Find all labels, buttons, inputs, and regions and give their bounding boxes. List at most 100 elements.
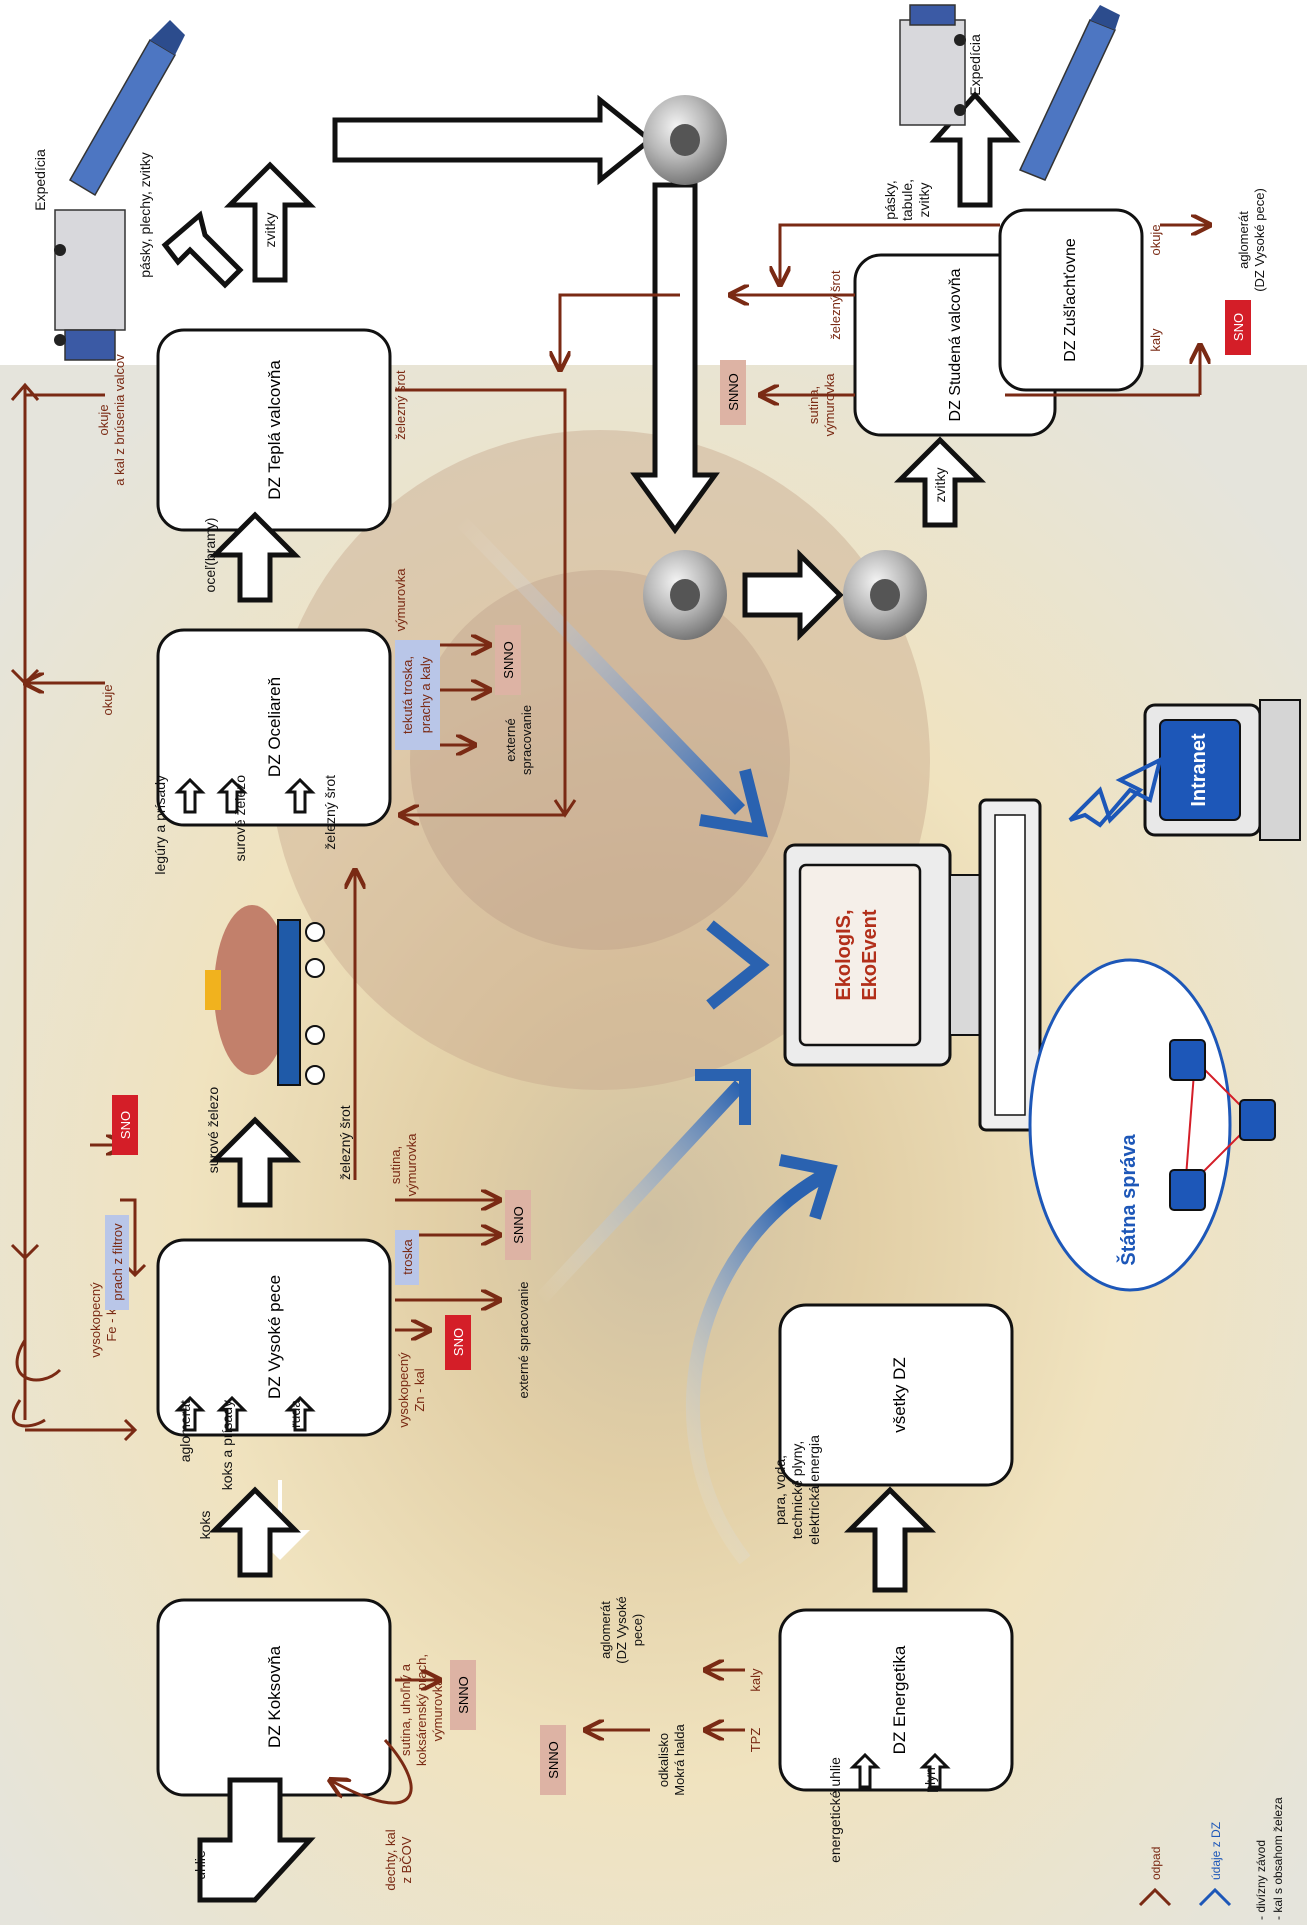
- plant-studena-valcovna-label: DZ Studená valcovňa: [947, 268, 964, 421]
- svg-text:SNNO: SNNO: [456, 1676, 471, 1714]
- sno-tags: SNO SNO SNO SNNO SNNO SNNO SNNO SNNO: [112, 300, 1251, 1795]
- label-plyn: plyn: [922, 1767, 938, 1793]
- svg-text:vysokopecný: vysokopecný: [88, 1282, 103, 1358]
- svg-text:výmurovka: výmurovka: [404, 1133, 419, 1197]
- svg-text:Expedícia: Expedícia: [32, 149, 48, 211]
- svg-text:SNO: SNO: [118, 1111, 133, 1139]
- svg-text:okuje: okuje: [1148, 224, 1163, 255]
- svg-text:okuje: okuje: [100, 684, 115, 715]
- svg-text:sutina,: sutina,: [388, 1146, 403, 1184]
- ekologis-computer: EkologIS, EkoEvent: [783, 798, 1042, 1132]
- svg-text:(DZ Vysoké pece): (DZ Vysoké pece): [1252, 188, 1267, 292]
- label-legury: legúry a prísady: [152, 775, 168, 875]
- svg-text:výmurovka: výmurovka: [822, 373, 837, 437]
- svg-text:výmurovka: výmurovka: [430, 1678, 445, 1742]
- label-aglomerat: aglomerát: [177, 1400, 193, 1462]
- plant-energetika: DZ Energetika: [778, 1608, 1014, 1792]
- plant-zuslachtovne-label: DZ Zušľachťovne: [1062, 238, 1079, 362]
- svg-text:pece): pece): [630, 1614, 645, 1647]
- label-zelezny-srot-2: železný šrot: [322, 775, 338, 850]
- plant-koksovna: DZ Koksovňa: [156, 1598, 392, 1797]
- svg-text:prachy a kaly: prachy a kaly: [418, 656, 433, 733]
- svg-text:SNNO: SNNO: [511, 1206, 526, 1244]
- labels: uhlie energetické uhlie plyn koks aglome…: [152, 213, 948, 1880]
- svg-text:sutina, uhoľný a: sutina, uhoľný a: [398, 1663, 413, 1756]
- svg-text:tekutá troska,: tekutá troska,: [400, 656, 415, 734]
- plant-vysoke-pece: DZ Vysoké pece: [156, 1238, 392, 1437]
- svg-text:externé spracovanie: externé spracovanie: [516, 1281, 531, 1398]
- train-icon: [68, 20, 185, 197]
- waste-arrows: [90, 225, 1210, 1805]
- svg-text:dechty, kal: dechty, kal: [383, 1829, 398, 1890]
- svg-text:pásky,: pásky,: [882, 180, 898, 219]
- svg-text:koksárenský prach,: koksárenský prach,: [414, 1654, 429, 1766]
- label-zvitky-1: zvitky: [262, 213, 278, 248]
- label-surove-zelezo-1: surové železo: [205, 1087, 221, 1174]
- state-network: Štátna správa: [1028, 958, 1276, 1292]
- plant-vsetky-dz-label: všetky DZ: [890, 1357, 909, 1433]
- svg-text:aglomerát: aglomerát: [598, 1601, 613, 1659]
- label-uhlie: uhlie: [192, 1850, 208, 1880]
- svg-text:SNNO: SNNO: [501, 641, 516, 679]
- svg-text:SNO: SNO: [1231, 313, 1246, 341]
- label-para-3: elektrická energia: [806, 1435, 822, 1545]
- svg-text:a kal z brúsenia valcov: a kal z brúsenia valcov: [112, 354, 127, 486]
- intranet-monitor: Intranet: [1143, 699, 1301, 841]
- left-waste-loop: [10, 382, 147, 1442]
- svg-text:prach z filtrov: prach z filtrov: [110, 1223, 125, 1301]
- statna-sprava-label: Štátna správa: [1116, 1134, 1140, 1266]
- plant-energetika-label: DZ Energetika: [890, 1645, 909, 1754]
- plant-vysoke-pece-label: DZ Vysoké pece: [265, 1275, 284, 1399]
- svg-text:odkalisko: odkalisko: [656, 1733, 671, 1787]
- svg-text:pásky, plechy, zvitky: pásky, plechy, zvitky: [137, 152, 153, 278]
- label-koks-a-prisady: koks a prísady: [219, 1400, 235, 1490]
- svg-text:- divízny závod: - divízny závod: [1254, 1840, 1268, 1920]
- expedition-labels: Expedícia pásky, plechy, zvitky Expedíci…: [32, 34, 983, 278]
- svg-text:SNNO: SNNO: [546, 1741, 561, 1779]
- label-koks: koks: [197, 1511, 213, 1540]
- svg-text:údaje z DZ: údaje z DZ: [1209, 1822, 1223, 1880]
- small-arrows: [174, 777, 951, 1789]
- truck-icon-2: [899, 4, 966, 126]
- svg-text:TPZ: TPZ: [748, 1728, 763, 1753]
- ekologis-line2: EkoEvent: [859, 909, 881, 1000]
- svg-text:SNNO: SNNO: [726, 373, 741, 411]
- label-zelezny-srot-1: železný šrot: [337, 1105, 353, 1180]
- waste-labels: sutina, uhoľný a koksárenský prach, výmu…: [88, 188, 1267, 1890]
- svg-text:železný šrot: železný šrot: [393, 370, 408, 440]
- svg-text:(DZ Vysoké: (DZ Vysoké: [614, 1596, 629, 1663]
- label-ruda: ruda: [287, 1400, 303, 1428]
- svg-text:železný šrot: železný šrot: [828, 270, 843, 340]
- svg-text:výmurovka: výmurovka: [393, 568, 408, 632]
- svg-text:troska: troska: [400, 1239, 415, 1275]
- label-zvitky-2: zvitky: [932, 468, 948, 503]
- label-surove-zelezo-2: surové železo: [232, 775, 248, 862]
- svg-text:vysokopecný: vysokopecný: [396, 1352, 411, 1428]
- svg-text:kaly: kaly: [748, 1668, 763, 1692]
- label-energeticke-uhlie: energetické uhlie: [827, 1757, 843, 1863]
- plant-ocelaren-label: DZ Oceliareň: [265, 677, 284, 777]
- plant-ocelaren: DZ Oceliareň: [156, 628, 392, 827]
- svg-text:tabule,: tabule,: [899, 179, 915, 221]
- svg-text:- kal s obsahom železa: - kal s obsahom železa: [1271, 1797, 1285, 1920]
- big-arrows: [161, 91, 1021, 1903]
- train-icon-2: [1018, 5, 1120, 181]
- data-arrows-to-ekologis: [420, 515, 838, 1565]
- plant-tepla-valcovna: DZ Teplá valcovňa: [156, 328, 392, 532]
- label-para-2: technické plyny,: [789, 1441, 805, 1540]
- intranet-label: Intranet: [1188, 733, 1210, 807]
- svg-text:kaly: kaly: [1148, 328, 1163, 352]
- plant-koksovna-label: DZ Koksovňa: [265, 1645, 284, 1748]
- label-ocel-bramy: oceľ(bramy): [202, 518, 218, 593]
- svg-text:z BČOV: z BČOV: [399, 1836, 414, 1883]
- svg-text:okuje: okuje: [96, 404, 111, 435]
- ekologis-line1: EkologIS,: [833, 909, 855, 1000]
- legend: odpad údaje z DZ - divízny závod - kal s…: [1138, 1797, 1285, 1920]
- steel-coil-1: [643, 95, 727, 185]
- label-para-1: para, voda,: [772, 1455, 788, 1525]
- truck-icon: [54, 209, 126, 361]
- plant-tepla-valcovna-label: DZ Teplá valcovňa: [265, 360, 284, 500]
- svg-text:sutina,: sutina,: [806, 386, 821, 424]
- svg-text:SNO: SNO: [451, 1328, 466, 1356]
